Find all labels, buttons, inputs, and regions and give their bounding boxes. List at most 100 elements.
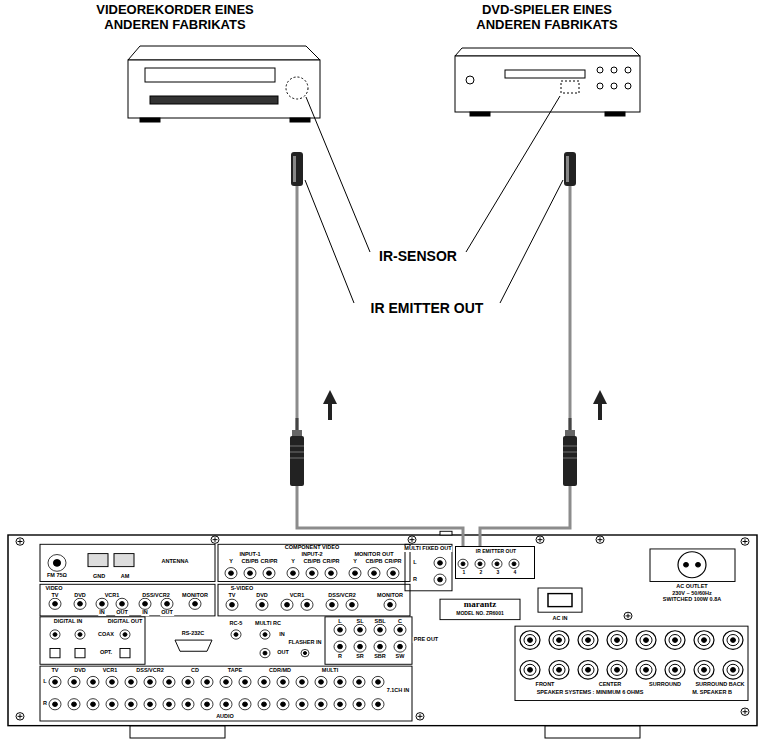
speaker-terminal [702,668,707,673]
panel-label: MULTI RC [254,621,282,627]
speaker-terminal [524,664,536,675]
jack-pin [53,702,58,706]
jack-pin [512,562,516,566]
jack [334,641,346,652]
screw [624,612,632,619]
screw [538,537,543,542]
speaker-terminal [524,635,536,646]
jack-pin [281,680,286,684]
panel-label: R [337,654,343,660]
panel-label: IN [141,610,149,616]
jack [260,630,270,639]
jack-pin [167,680,172,684]
jack [96,598,108,609]
jack [258,699,270,710]
jack [161,598,173,609]
panel-label: GND [92,574,106,580]
jack [87,676,99,687]
panel-label: SURROUND BACK [694,682,745,688]
speaker-terminal [578,661,598,680]
panel-label: PRE OUT [413,637,439,643]
panel-label: OPT. [99,650,113,656]
panel-label: DVD [255,593,269,599]
jack-pin [205,702,210,706]
screw [416,713,424,720]
jack [220,676,232,687]
speaker-terminal [665,631,685,650]
panel-label: MULTI [321,668,339,674]
device-heading: VIDEOREKORDER EINES ANDEREN FABRIKATS [75,3,275,33]
jack [231,630,241,639]
panel-label: DSS/VCR2 [135,668,165,674]
panel-label: R [412,577,418,583]
panel-label: CB/PB [240,559,259,565]
jack [201,676,213,687]
jack-pin [300,702,305,706]
panel-label: DSS/VCR2 [327,593,357,599]
model-plate-text: marantz [464,600,497,609]
jack-pin [53,680,58,684]
speaker-terminal [520,631,540,650]
speaker-terminal [582,635,594,646]
speaker-terminal [673,638,678,643]
jack-pin [495,562,499,566]
jack [458,559,468,568]
jack [48,555,66,572]
speaker-terminal [640,664,652,675]
speaker-terminal [698,635,710,646]
panel-label: TAPE [227,668,243,674]
callout-label: IR EMITTER OUT [370,300,485,316]
panel-label: FM 75Ω [46,573,68,579]
panel-label: SPEAKER SYSTEMS : MINIMUM 6 OHMS [536,690,645,696]
jack-pin [148,680,153,684]
jack [368,568,380,579]
jack [125,699,137,710]
speaker-terminal [665,661,685,680]
jack-pin [376,680,381,684]
jack [334,624,346,635]
jack-pin [110,680,115,684]
jack [492,559,502,568]
jack [296,676,308,687]
panel-label: ANTENNA [161,559,190,565]
panel-label: MONITOR [376,593,404,599]
screw [741,538,749,545]
panel-label: INPUT-2 [300,552,323,558]
jack [374,624,386,635]
jack-pin [72,680,77,684]
panel-label: AUDIO [215,714,235,720]
jack-pin [229,571,234,575]
jack [68,699,80,710]
device-heading: DVD-SPIELER EINES ANDEREN FABRIKATS [452,3,642,33]
optical-port [50,648,60,657]
panel-label: 230V ~ 50/60Hz [671,591,713,597]
speaker-terminal [644,668,649,673]
jack-pin [378,644,383,648]
jack-pin [186,680,191,684]
screw [410,537,415,542]
panel-label: VCR1 [102,668,119,674]
speaker-terminal [553,635,565,646]
speaker-terminal [611,664,623,675]
jack [306,568,318,579]
panel-label: TV [50,593,59,599]
jack [394,641,406,652]
jack [75,630,85,639]
jack-pin [358,628,363,632]
jack [354,624,366,635]
panel-label: VIDEO [44,586,63,592]
panel-label: DVD [73,593,87,599]
panel-label: COMPONENT VIDEO [284,545,340,551]
jack-pin [338,628,343,632]
jack [258,676,270,687]
panel-label: SR [355,654,365,660]
panel-label: CB/PB [302,559,321,565]
jack-pin [478,562,482,566]
speaker-terminal [611,635,623,646]
jack-pin [357,680,362,684]
jack [163,699,175,710]
jack-pin [303,652,306,655]
panel-label: SURROUND [648,682,682,688]
jack-pin [330,603,335,607]
